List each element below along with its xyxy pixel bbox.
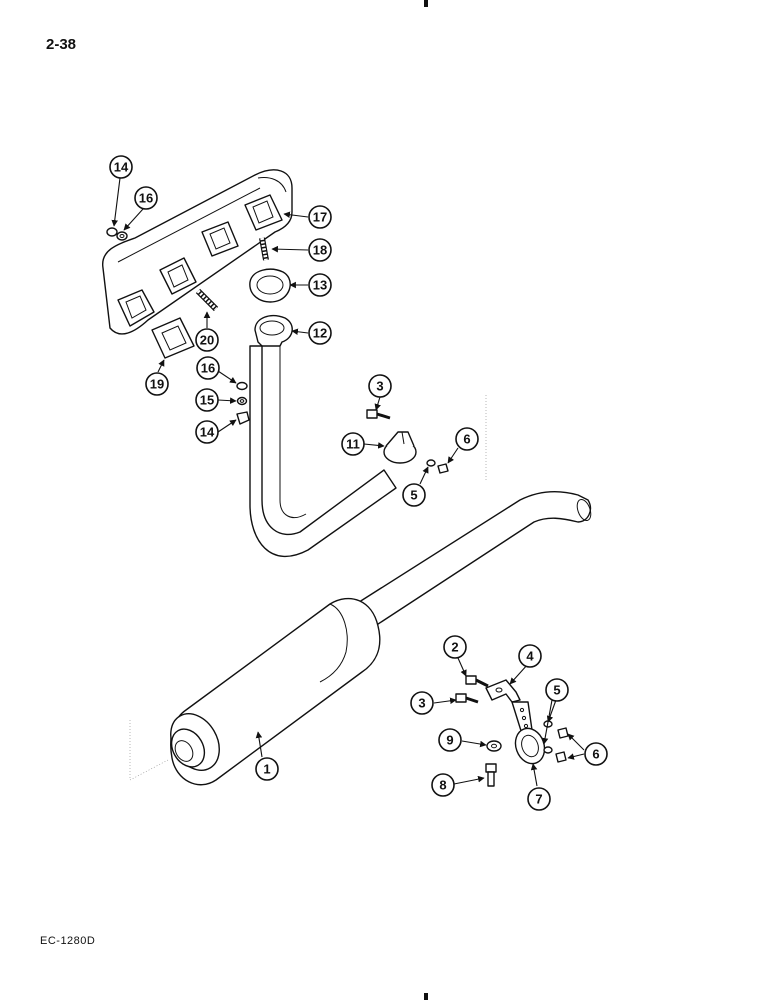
nut-6-lower-a	[557, 727, 569, 739]
callout-12: 12	[308, 321, 332, 345]
callout-17: 17	[308, 205, 332, 229]
bolt-8	[485, 763, 497, 787]
callout-16-lower: 16	[196, 356, 220, 380]
svg-text:8: 8	[439, 778, 446, 793]
registration-mark-top	[424, 0, 428, 7]
callout-5-lower: 5	[545, 678, 569, 702]
callout-13: 13	[308, 273, 332, 297]
stud-20	[195, 288, 219, 312]
svg-text:6: 6	[463, 432, 470, 447]
mounting-bracket-4	[485, 679, 521, 703]
bolt-3-upper	[366, 409, 391, 420]
washer-16-top	[116, 231, 128, 241]
document-code: EC-1280D	[40, 935, 96, 947]
exhaust-down-pipe	[249, 314, 397, 557]
tail-pipe	[355, 491, 592, 629]
callout-14-top: 14	[109, 155, 133, 179]
svg-text:9: 9	[446, 733, 453, 748]
pipe-clamp-11	[383, 431, 417, 464]
exhaust-manifold	[102, 169, 293, 335]
svg-text:3: 3	[376, 379, 383, 394]
callout-6-upper: 6	[455, 427, 479, 451]
flange-gasket	[249, 268, 291, 303]
bolt-2	[465, 675, 489, 688]
nut-14-lower	[236, 411, 250, 425]
registration-mark-bottom	[424, 993, 428, 1000]
svg-text:16: 16	[201, 361, 215, 376]
callout-8: 8	[431, 773, 455, 797]
lock-washer-5-lower-b	[543, 746, 553, 754]
svg-text:3: 3	[418, 696, 425, 711]
svg-text:2: 2	[451, 640, 458, 655]
callout-9: 9	[438, 728, 462, 752]
svg-text:5: 5	[410, 488, 417, 503]
svg-text:13: 13	[313, 278, 327, 293]
svg-text:14: 14	[114, 160, 129, 175]
manifold-port-1	[117, 289, 155, 327]
leader-lines	[111, 177, 585, 787]
callout-3-lower: 3	[410, 691, 434, 715]
svg-text:17: 17	[313, 210, 327, 225]
nut-6-lower-b	[555, 751, 567, 763]
svg-text:5: 5	[553, 683, 560, 698]
svg-text:14: 14	[200, 425, 215, 440]
callout-16-top: 16	[134, 186, 158, 210]
nut-6-upper	[437, 463, 449, 474]
svg-text:20: 20	[200, 333, 214, 348]
stud-18	[259, 237, 269, 261]
callout-11: 11	[341, 432, 365, 456]
svg-text:7: 7	[535, 792, 542, 807]
callout-5-upper: 5	[402, 483, 426, 507]
manifold-port-3	[201, 221, 239, 257]
nut-14-top	[106, 227, 118, 237]
clamp-strap-7	[511, 701, 546, 765]
callout-3-upper: 3	[368, 374, 392, 398]
svg-text:1: 1	[263, 762, 270, 777]
page-number: 2-38	[46, 36, 77, 53]
washer-9	[486, 740, 502, 752]
svg-text:15: 15	[200, 393, 214, 408]
lock-washer-5-upper	[426, 459, 436, 467]
callout-2: 2	[443, 635, 467, 659]
washer-16-lower	[236, 381, 248, 391]
callout-14-lower: 14	[195, 420, 219, 444]
svg-text:12: 12	[313, 326, 327, 341]
manifold-port-4	[244, 194, 283, 231]
svg-text:16: 16	[139, 191, 153, 206]
callout-18: 18	[308, 238, 332, 262]
manifold-port-2	[159, 257, 197, 295]
callout-7: 7	[527, 787, 551, 811]
callout-1: 1	[255, 757, 279, 781]
svg-text:6: 6	[592, 747, 599, 762]
svg-text:4: 4	[526, 649, 534, 664]
callout-19: 19	[145, 372, 169, 396]
svg-text:11: 11	[346, 437, 360, 452]
muffler	[129, 597, 381, 786]
callout-4: 4	[518, 644, 542, 668]
callout-6-lower: 6	[584, 742, 608, 766]
callout-15: 15	[195, 388, 219, 412]
svg-text:18: 18	[313, 243, 327, 258]
bolt-3-lower	[455, 693, 479, 704]
callout-20: 20	[195, 328, 219, 352]
manifold-gasket	[151, 317, 195, 359]
svg-text:19: 19	[150, 377, 164, 392]
lock-washer-15	[236, 396, 248, 406]
